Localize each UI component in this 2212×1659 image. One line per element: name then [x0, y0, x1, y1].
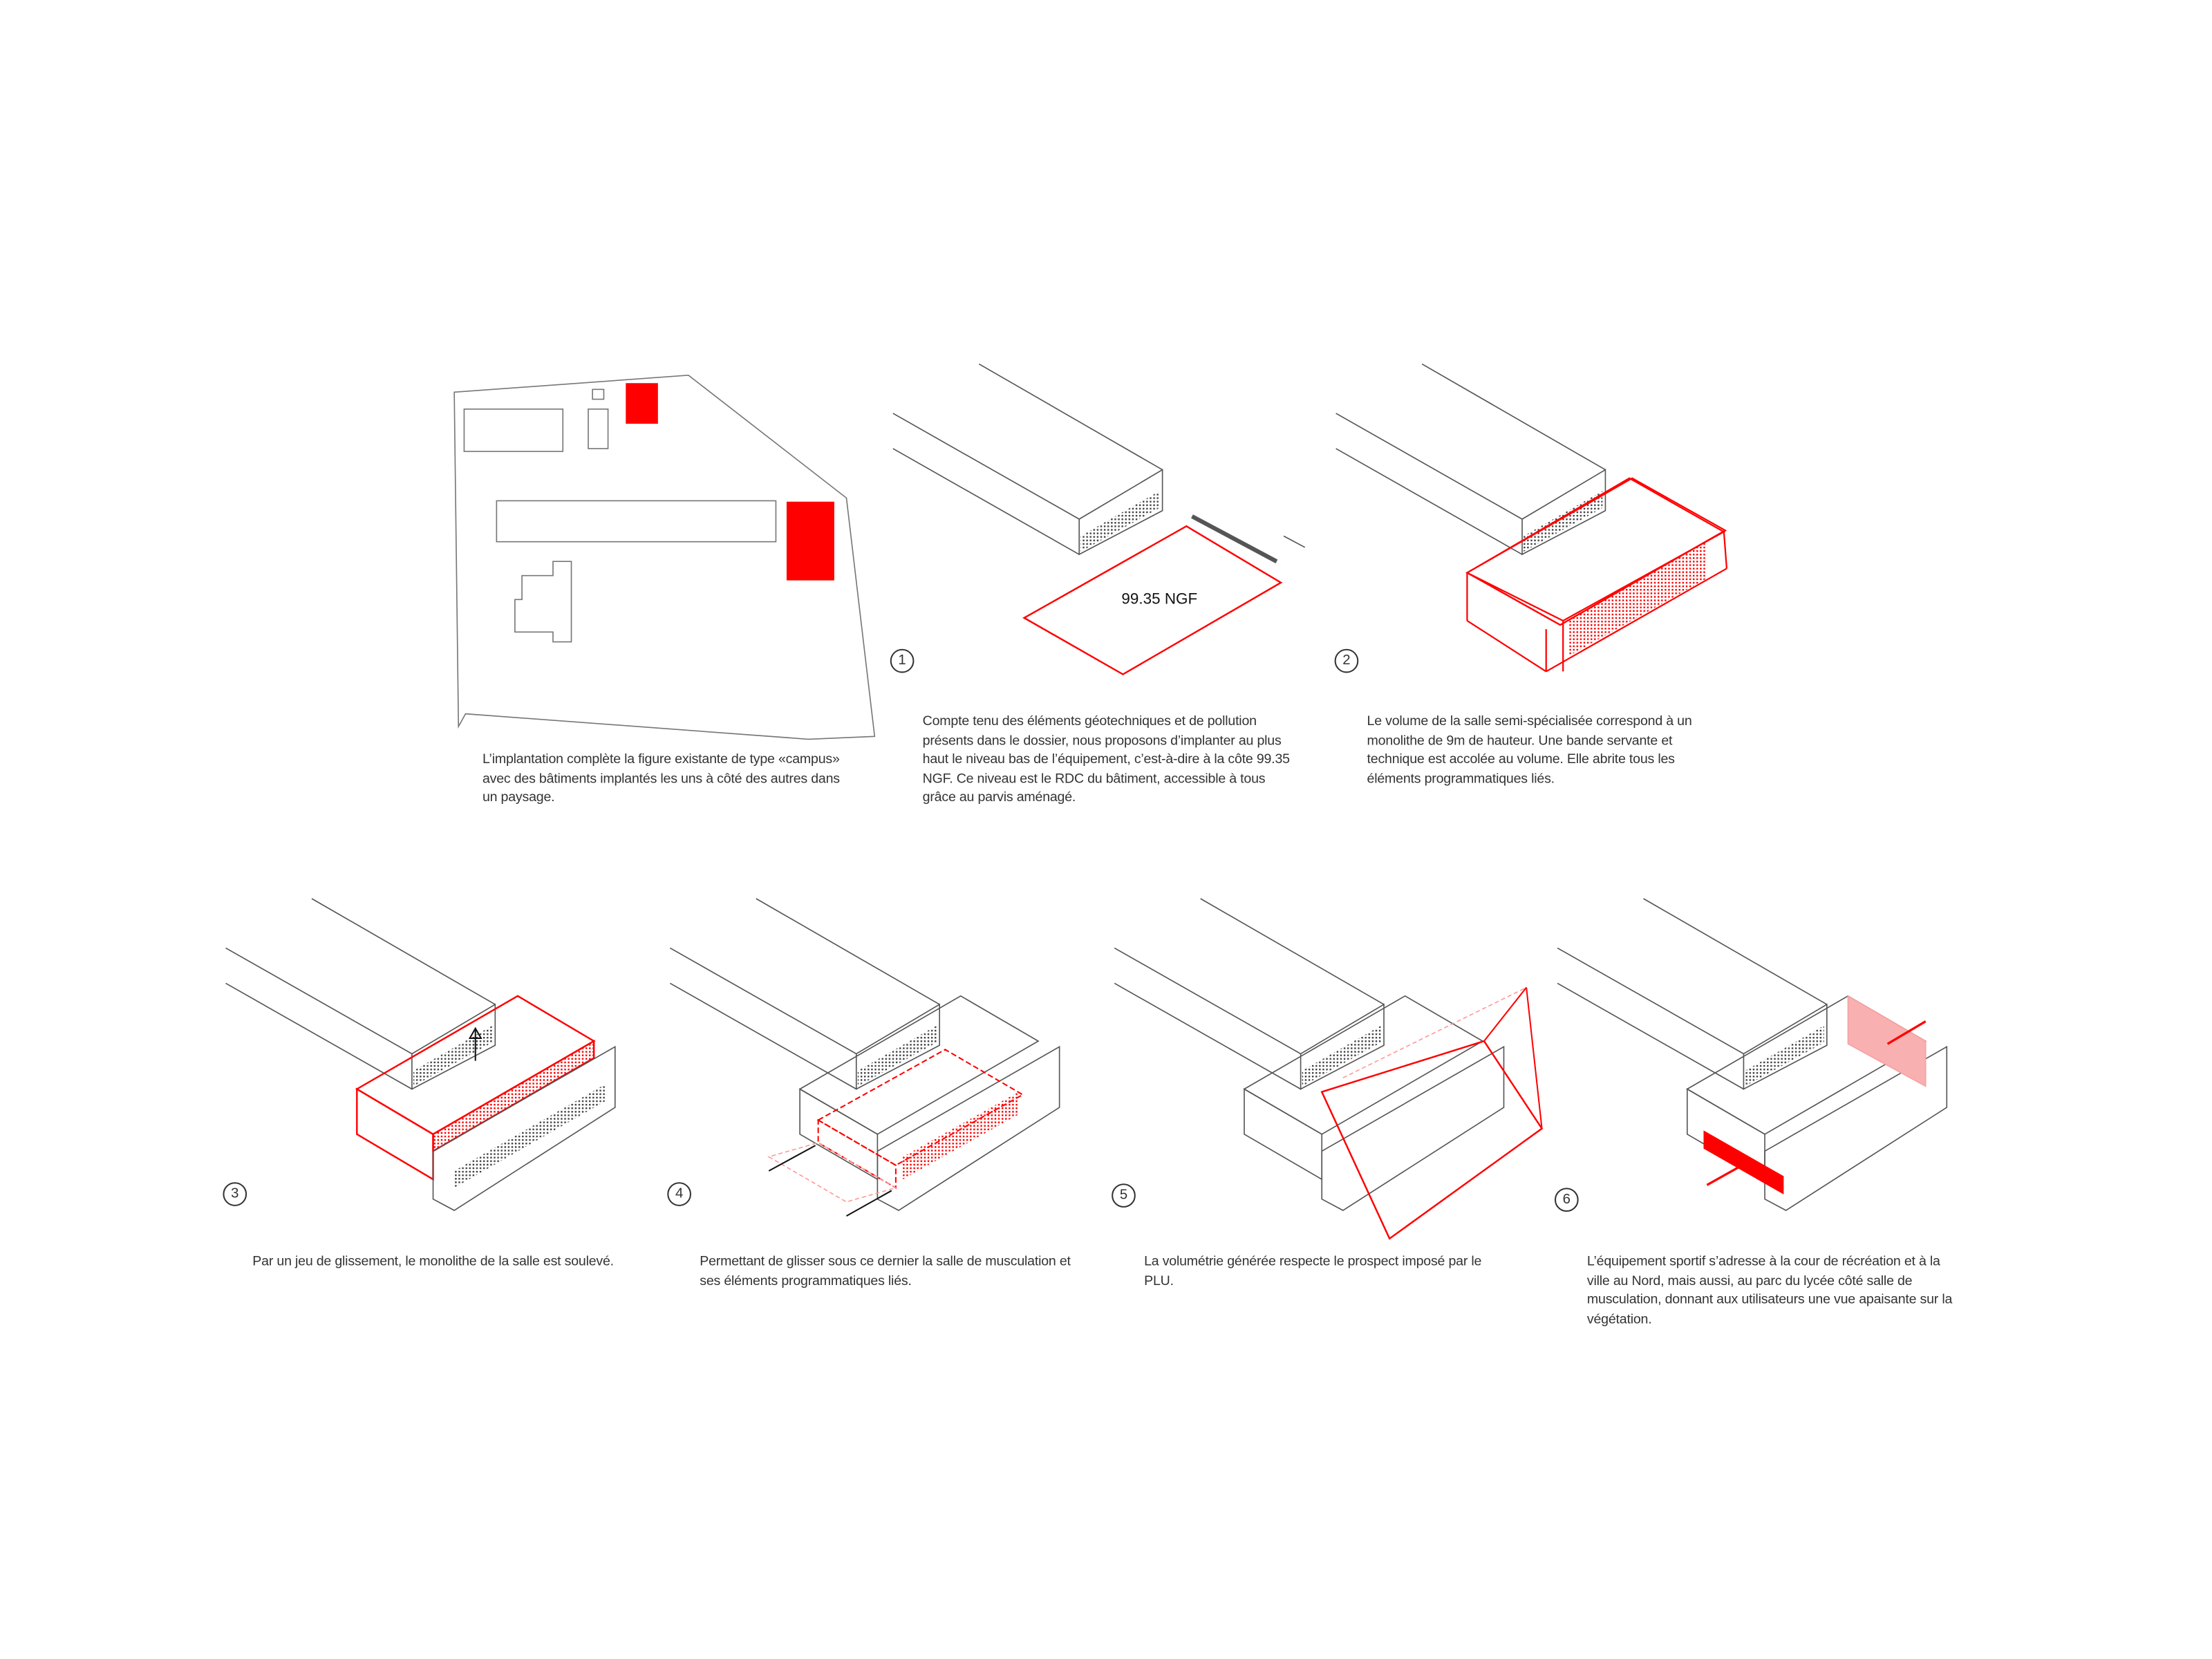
caption-step-4: Permettant de glisser sous ce dernier la… — [700, 1254, 1071, 1289]
raised-monolith-front — [432, 1039, 595, 1153]
existing-building-line — [1200, 898, 1385, 1005]
existing-building-hatch — [1302, 1025, 1381, 1087]
step-number-4: 4 — [667, 1182, 691, 1206]
arrow-park-icon — [1706, 1164, 1743, 1186]
caption-step-1: Compte tenu des éléments géotechniques e… — [922, 713, 1290, 806]
existing-building-line — [225, 982, 413, 1090]
ngf-level-label: 99.35 NGF — [1121, 591, 1198, 608]
caption-step-3: Par un jeu de glissement, le monolithe d… — [252, 1254, 614, 1270]
prospect-line — [1342, 986, 1527, 1078]
existing-building-line — [1114, 982, 1302, 1090]
arrow-slide-icon — [768, 1145, 816, 1172]
existing-building-line — [978, 363, 1163, 471]
existing-building-end — [1300, 1003, 1385, 1090]
existing-building-end — [411, 1003, 496, 1090]
new-building-red — [786, 501, 834, 581]
level-plane — [1022, 525, 1283, 675]
prospect-line — [1321, 1091, 1391, 1239]
edge — [1546, 568, 1727, 673]
existing-building-hatch — [413, 1025, 493, 1087]
existing-building — [514, 561, 572, 643]
existing-building-end — [1078, 469, 1163, 556]
ground-line — [1283, 535, 1306, 548]
existing-building — [463, 409, 564, 452]
existing-building-line — [1557, 947, 1744, 1055]
caption-step-2: Le volume de la salle semi-spécialisée c… — [1367, 713, 1692, 787]
existing-building — [588, 409, 609, 449]
existing-building-line — [892, 448, 1080, 555]
salle-volume-front — [1559, 529, 1726, 626]
existing-building-line — [669, 982, 857, 1090]
monolith-side — [799, 1088, 879, 1181]
existing-building-line — [1557, 982, 1744, 1090]
existing-building-line — [1114, 947, 1302, 1055]
existing-building — [496, 500, 777, 543]
existing-building-end — [1743, 1003, 1828, 1090]
existing-building-end — [1521, 469, 1606, 556]
existing-building-line — [1643, 898, 1828, 1005]
service-band-hatch — [1568, 541, 1707, 656]
service-band — [432, 1045, 616, 1211]
site-boundary — [453, 375, 876, 740]
prospect-line — [1483, 986, 1527, 1042]
existing-building-line — [1421, 363, 1606, 471]
arrow-up-icon — [468, 1027, 482, 1040]
step-number-6: 6 — [1554, 1188, 1579, 1212]
existing-building-line — [756, 898, 940, 1005]
caption-site-plan: L’implantation complète la figure exista… — [482, 751, 840, 806]
monolith-side — [1244, 1088, 1323, 1181]
edge — [1723, 532, 1728, 569]
service-band — [1321, 1045, 1505, 1211]
gym-hatch — [903, 1091, 1019, 1180]
existing-building-hatch — [857, 1025, 937, 1087]
existing-building-end — [855, 1003, 940, 1090]
step-number-2: 2 — [1334, 648, 1359, 673]
arrow-slide-icon — [845, 1190, 892, 1217]
prospect-line — [1526, 987, 1543, 1129]
step-number-5: 5 — [1112, 1183, 1136, 1208]
north-facade-highlight — [1847, 995, 1927, 1087]
service-band-hatch — [454, 1083, 607, 1188]
arrow-north-icon — [1886, 1020, 1927, 1045]
existing-building-hatch — [1745, 1025, 1824, 1087]
existing-building-line — [892, 413, 1080, 520]
caption-step-5: La volumétrie générée respecte le prospe… — [1144, 1254, 1482, 1289]
caption-step-6: L’équipement sportif s’adresse à la cour… — [1586, 1254, 1953, 1327]
new-building-red — [626, 383, 658, 424]
edge — [1466, 620, 1547, 673]
slide-trace — [767, 1142, 897, 1203]
step-number-1: 1 — [890, 648, 915, 673]
parvis — [1191, 514, 1278, 563]
existing-building-line — [1335, 413, 1523, 520]
existing-building-hatch — [1080, 491, 1160, 552]
step-number-3: 3 — [223, 1182, 247, 1206]
existing-building-line — [311, 898, 496, 1005]
existing-building-line — [669, 947, 857, 1055]
raised-monolith-side — [356, 1087, 434, 1181]
existing-building-line — [1335, 448, 1523, 555]
existing-building — [592, 388, 605, 400]
service-band — [877, 1045, 1060, 1211]
existing-building-line — [225, 947, 413, 1055]
park-facade-highlight — [1703, 1130, 1784, 1194]
